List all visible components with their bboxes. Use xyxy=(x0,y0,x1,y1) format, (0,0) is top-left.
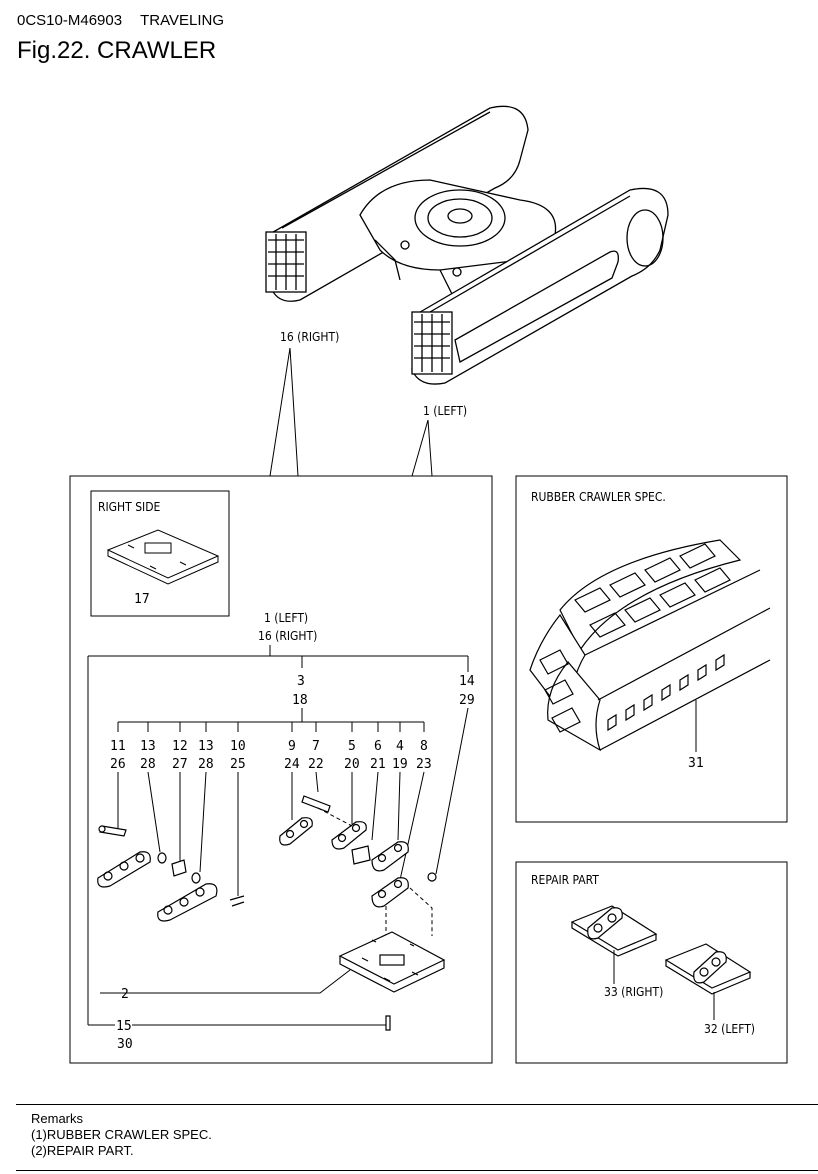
repair-part-box xyxy=(515,861,788,1064)
callout-13b: 13 xyxy=(198,739,214,754)
figure-title: Fig.22. CRAWLER xyxy=(17,37,217,64)
section-name: TRAVELING xyxy=(140,12,224,29)
right-side-label: RIGHT SIDE xyxy=(98,500,161,514)
callout-13a: 13 xyxy=(140,739,156,754)
exploded-view-box xyxy=(69,475,493,1064)
right-side-link-illustration xyxy=(106,529,220,585)
callout-30: 30 xyxy=(117,1037,133,1052)
callout-31: 31 xyxy=(688,756,704,771)
callout-22: 22 xyxy=(308,757,324,772)
remarks-top-rule xyxy=(16,1104,818,1105)
remarks-line-1: (1)RUBBER CRAWLER SPEC. xyxy=(31,1127,212,1142)
callout-10: 10 xyxy=(230,739,246,754)
callout-2: 2 xyxy=(121,987,129,1002)
rubber-crawler-illustration xyxy=(529,539,771,752)
callout-8: 8 xyxy=(420,739,428,754)
callout-19: 19 xyxy=(392,757,408,772)
callout-17: 17 xyxy=(134,592,150,607)
track-shoe-illustration xyxy=(338,931,446,1031)
callout-3: 3 xyxy=(297,674,305,689)
callout-11: 11 xyxy=(110,739,126,754)
callout-29: 29 xyxy=(459,693,475,708)
callout-26: 26 xyxy=(110,757,126,772)
callout-25: 25 xyxy=(230,757,246,772)
callout-14: 14 xyxy=(459,674,475,689)
callout-4: 4 xyxy=(396,739,404,754)
rubber-crawler-label: RUBBER CRAWLER SPEC. xyxy=(531,490,666,504)
undercarriage-illustration xyxy=(265,105,669,385)
remarks-block: Remarks (1)RUBBER CRAWLER SPEC. (2)REPAI… xyxy=(31,1111,212,1159)
callout-33: 33 (RIGHT) xyxy=(604,985,663,999)
callout-track-right: 16 (RIGHT) xyxy=(280,330,339,344)
callout-9: 9 xyxy=(288,739,296,754)
repair-part-label: REPAIR PART xyxy=(531,873,599,887)
callout-12: 12 xyxy=(172,739,188,754)
callout-20: 20 xyxy=(344,757,360,772)
callout-28b: 28 xyxy=(198,757,214,772)
callout-28a: 28 xyxy=(140,757,156,772)
right-side-box xyxy=(90,490,230,617)
remarks-line-2: (2)REPAIR PART. xyxy=(31,1143,134,1158)
callout-15: 15 xyxy=(116,1019,132,1034)
crawler-diagram: 16 (RIGHT) 1 (LEFT) RIGHT SIDE 17 1 (LEF… xyxy=(69,105,788,1064)
rubber-crawler-box xyxy=(515,475,788,823)
callout-6: 6 xyxy=(374,739,382,754)
callout-7: 7 xyxy=(312,739,320,754)
chain-parts-illustration xyxy=(97,795,437,922)
callout-32: 32 (LEFT) xyxy=(704,1022,755,1036)
callout-23: 23 xyxy=(416,757,432,772)
callout-track-left: 1 (LEFT) xyxy=(423,404,467,418)
remarks-title: Remarks xyxy=(31,1111,84,1126)
remarks-bottom-rule xyxy=(16,1170,818,1171)
callout-18: 18 xyxy=(292,693,308,708)
part-code: 0CS10-M46903 xyxy=(17,12,123,29)
callout-inner-right: 16 (RIGHT) xyxy=(258,629,317,643)
callout-inner-left: 1 (LEFT) xyxy=(264,611,308,625)
callout-24: 24 xyxy=(284,757,300,772)
repair-right-illustration xyxy=(570,905,658,957)
repair-left-illustration xyxy=(664,943,752,995)
callout-27: 27 xyxy=(172,757,188,772)
callout-5: 5 xyxy=(348,739,356,754)
callout-21: 21 xyxy=(370,757,386,772)
document-code: 0CS10-M46903 TRAVELING xyxy=(17,12,242,29)
